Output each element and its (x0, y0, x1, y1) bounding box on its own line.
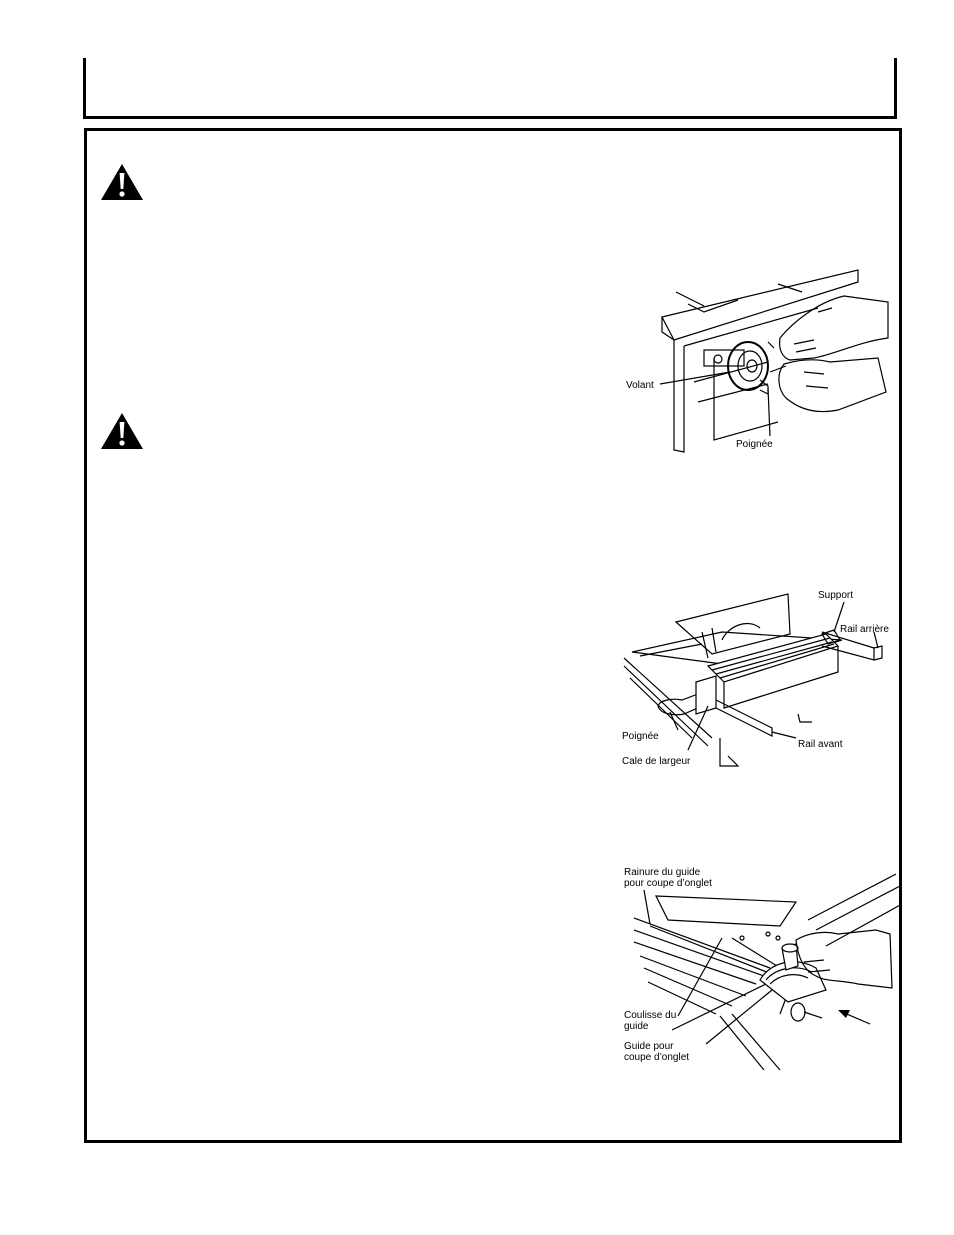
label-guide: guide (624, 1021, 649, 1032)
label-poignee: Poignée (622, 731, 659, 742)
handwheel-illustration (659, 269, 889, 453)
label-rail-avant: Rail avant (798, 739, 843, 750)
label-guide-pour: Guide pour (624, 1041, 674, 1052)
label-volant: Volant (626, 380, 654, 391)
miter-gauge-figure: Rainure du guide pour coupe d’onglet Cou… (620, 864, 903, 1074)
warning-triangle-icon (101, 413, 143, 449)
content-frame (84, 128, 902, 1143)
warning-triangle-icon (101, 164, 143, 200)
miter-gauge-illustration (633, 873, 903, 1071)
label-rainure-du-guide: Rainure du guide (624, 867, 701, 878)
rip-fence-illustration (623, 593, 883, 767)
rip-fence-figure: Support Rail arrière Poignée Rail avant … (612, 588, 902, 778)
header-frame (83, 58, 897, 119)
label-support: Support (818, 590, 854, 601)
label-coupe-donglet: coupe d’onglet (624, 1052, 690, 1063)
label-coulisse-du: Coulisse du (624, 1010, 677, 1021)
label-poignee: Poignée (736, 439, 773, 450)
label-cale-de-largeur: Cale de largeur (622, 756, 691, 767)
label-pour-coupe-donglet: pour coupe d’onglet (624, 878, 712, 889)
handwheel-figure: Volant Poignée (618, 262, 898, 462)
label-rail-arriere: Rail arrière (840, 624, 889, 635)
